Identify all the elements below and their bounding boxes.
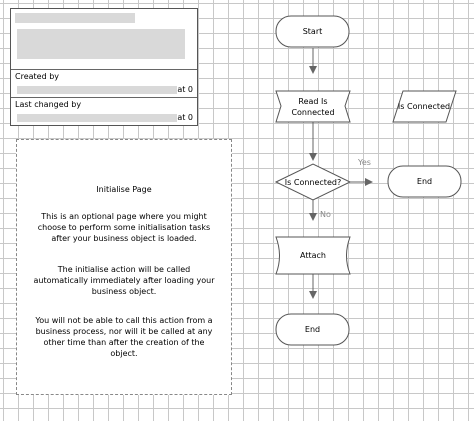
object-info-panel: Created by at 0 Last changed by at 0 — [10, 8, 198, 126]
note-paragraph: The initialise action will be called aut… — [33, 265, 215, 296]
note-title: Initialise Page — [96, 185, 152, 194]
initialise-note[interactable]: Initialise Page This is an optional page… — [16, 139, 232, 395]
end-yes-label: End — [416, 177, 433, 186]
start-stage[interactable] — [275, 15, 350, 48]
read-stage-label: Read Is Connected — [291, 96, 335, 117]
end-no-label: End — [304, 325, 321, 334]
attach-label: Attach — [300, 251, 326, 260]
last-changed-label: Last changed by — [15, 100, 82, 109]
decision-stage[interactable] — [274, 163, 352, 201]
created-by-suffix: at 0 — [177, 85, 193, 94]
last-changed-value-redacted — [17, 114, 177, 122]
created-by-label: Created by — [15, 72, 60, 81]
data-item-label: Is Connected — [397, 102, 451, 111]
object-description-redacted — [17, 29, 185, 59]
note-paragraph: You will not be able to call this action… — [35, 316, 213, 358]
note-paragraph: This is an optional page where you might… — [37, 212, 211, 243]
end-stage-no[interactable] — [275, 313, 350, 346]
read-stage[interactable] — [275, 90, 351, 123]
no-edge-label: No — [320, 210, 331, 219]
object-name-redacted — [15, 13, 135, 23]
decision-label: Is Connected? — [284, 177, 342, 187]
end-stage-yes[interactable] — [387, 165, 462, 198]
start-label: Start — [302, 27, 323, 36]
last-changed-suffix: at 0 — [177, 113, 193, 122]
yes-edge-label: Yes — [358, 158, 371, 167]
attach-stage[interactable] — [275, 236, 351, 275]
data-item-is-connected[interactable] — [392, 90, 457, 123]
info-separator — [11, 97, 197, 98]
info-separator — [11, 69, 197, 70]
created-by-value-redacted — [17, 86, 177, 94]
